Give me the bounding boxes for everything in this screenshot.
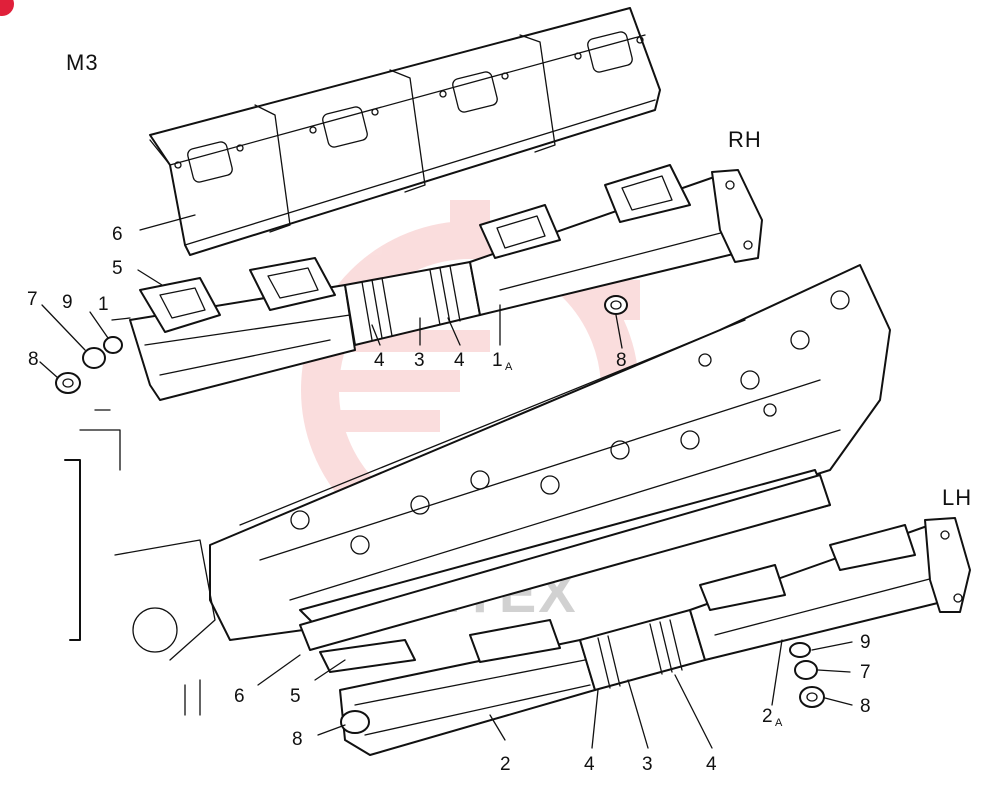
engine-block <box>64 409 216 716</box>
spacer-7-lh <box>794 660 818 680</box>
spacer-7-rh <box>82 347 106 369</box>
side-label-lh: LH <box>942 485 972 510</box>
callout-lh-8-front: 8 <box>292 729 303 750</box>
callout-rh-9: 9 <box>62 292 73 313</box>
callout-rh-8-rear: 8 <box>616 350 627 371</box>
page-code-label: M3 <box>66 50 99 75</box>
corner-mark <box>0 0 14 16</box>
callout-lh-5: 5 <box>290 686 301 707</box>
callout-lh-2a: 2 <box>762 706 773 727</box>
callout-lh-7: 7 <box>860 662 871 683</box>
callout-lh-6: 6 <box>234 686 245 707</box>
exhaust-manifold-rh <box>129 164 763 401</box>
hardware-lh <box>789 642 825 708</box>
callout-lh-2: 2 <box>500 754 511 775</box>
callout-rh-4-rear: 4 <box>454 350 465 371</box>
callout-rh-6: 6 <box>112 224 123 245</box>
callout-rh-4-front: 4 <box>374 350 385 371</box>
nut-8-lh-front <box>340 710 370 734</box>
hardware-rh <box>55 336 123 394</box>
nut-8-lh <box>799 686 825 708</box>
exhaust-manifold-lh <box>299 474 971 756</box>
callout-rh-3: 3 <box>414 350 425 371</box>
callout-rh-1a: 1 <box>492 350 503 371</box>
callout-lh-9: 9 <box>860 632 871 653</box>
washer-9-lh <box>789 642 811 658</box>
callout-rh-5: 5 <box>112 258 123 279</box>
callout-rh-1a-suffix: A <box>505 361 513 373</box>
callout-lh-8-rear: 8 <box>860 696 871 717</box>
callout-lh-3: 3 <box>642 754 653 775</box>
callout-rh-1: 1 <box>98 294 109 315</box>
nut-8-rh <box>55 372 81 394</box>
callout-rh-7: 7 <box>27 289 38 310</box>
callout-rh-8-front: 8 <box>28 349 39 370</box>
leader-lines <box>39 214 853 749</box>
side-label-rh: RH <box>728 127 762 152</box>
washer-9-rh <box>103 336 123 354</box>
callout-lh-2a-suffix: A <box>775 717 783 729</box>
callout-lh-4-front: 4 <box>584 754 595 775</box>
heat-shield-rh <box>149 7 661 256</box>
callout-lh-4-rear: 4 <box>706 754 717 775</box>
